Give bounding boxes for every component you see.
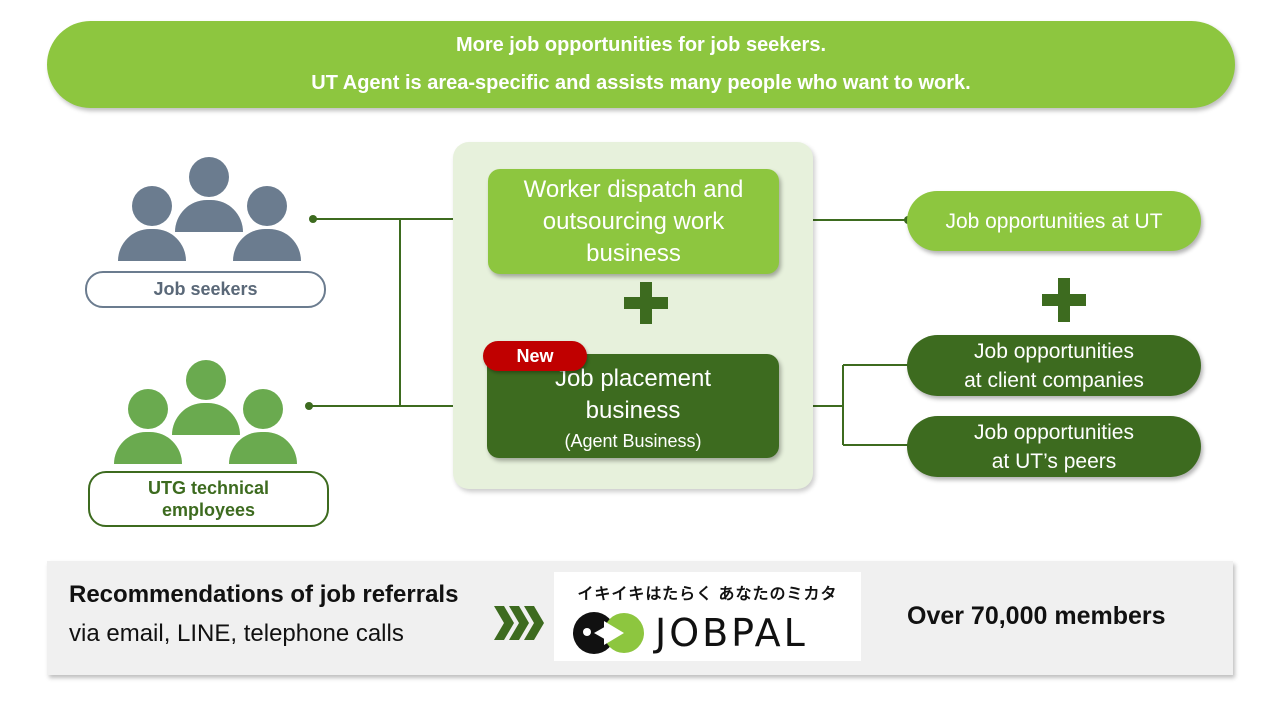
utg-label-line-1: UTG technical (147, 477, 270, 498)
utg-employees-label: UTG technical employees (88, 471, 329, 527)
chevrons-right-icon (494, 606, 544, 640)
peers-jobs-pill: Job opportunities at UT’s peers (907, 416, 1201, 477)
dispatch-business-box: Worker dispatch and outsourcing work bus… (488, 169, 779, 274)
client-line-2: at client companies (964, 368, 1144, 392)
dispatch-line-1: Worker dispatch and (523, 175, 744, 203)
recommendations-title: Recommendations of job referrals (69, 581, 459, 608)
person-icon (114, 389, 182, 464)
person-icon (118, 186, 186, 261)
banner-line-1: More job opportunities for job seekers. (455, 34, 827, 56)
dot-utg (305, 402, 313, 410)
peers-line-2: at UT’s peers (991, 449, 1117, 473)
recommendations-subtitle: via email, LINE, telephone calls (69, 620, 404, 647)
ut-jobs-pill: Job opportunities at UT (907, 191, 1201, 251)
job-seekers-label: Job seekers (85, 271, 326, 308)
placement-line-2: business (585, 396, 681, 424)
members-count: Over 70,000 members (907, 602, 1166, 630)
new-badge: New (483, 341, 587, 371)
person-icon (172, 360, 240, 435)
jobpal-logo: イキイキはたらく あなたのミカタ JOBPAL (554, 572, 861, 661)
logo-tagline: イキイキはたらく あなたのミカタ (577, 586, 838, 603)
plus-icon (624, 297, 668, 309)
top-banner: More job opportunities for job seekers. … (47, 21, 1235, 108)
client-jobs-pill: Job opportunities at client companies (907, 335, 1201, 396)
plus-icon (1042, 294, 1086, 306)
person-icon (229, 389, 297, 464)
person-icon (233, 186, 301, 261)
jobpal-mark-icon (573, 612, 644, 654)
dispatch-line-2: outsourcing work (542, 207, 725, 235)
banner-line-2: UT Agent is area-specific and assists ma… (311, 72, 971, 94)
placement-business-box: Job placement business (Agent Business) (487, 354, 779, 458)
dot-seekers (309, 215, 317, 223)
client-line-1: Job opportunities (974, 339, 1134, 363)
dispatch-line-3: business (586, 239, 681, 267)
utg-label-line-2: employees (161, 500, 256, 520)
peers-line-1: Job opportunities (974, 420, 1134, 444)
placement-line-1: Job placement (554, 364, 712, 392)
person-icon (175, 157, 243, 232)
logo-wordmark: JOBPAL (655, 611, 808, 655)
placement-sub: (Agent Business) (564, 430, 702, 451)
